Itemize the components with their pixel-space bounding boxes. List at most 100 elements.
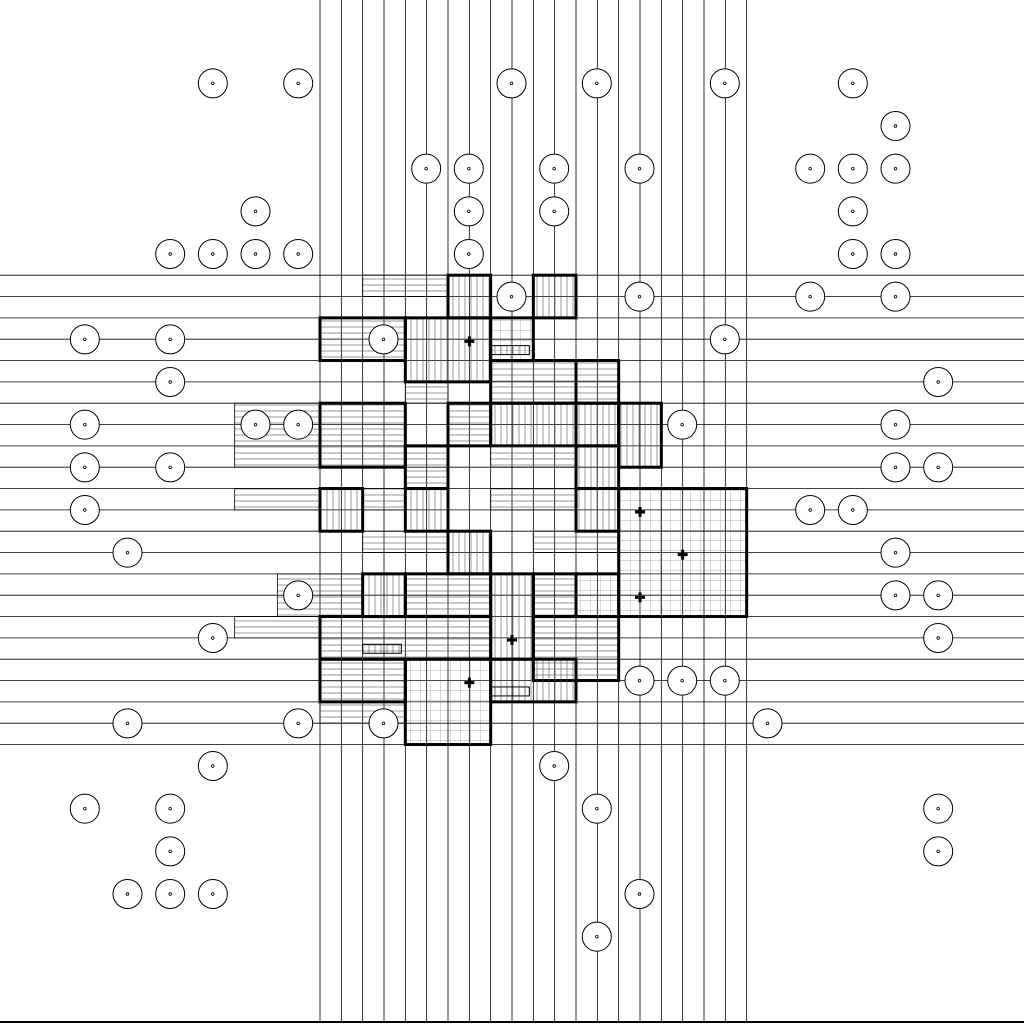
tree-circle-icon bbox=[795, 281, 826, 312]
tree-circle-icon bbox=[368, 324, 399, 355]
tree-trunk bbox=[595, 81, 599, 86]
tree-circle-icon bbox=[69, 793, 100, 824]
tree-circle-icon bbox=[709, 324, 740, 355]
tree-canopy bbox=[240, 409, 271, 440]
tree-circle-icon bbox=[411, 153, 442, 184]
tree-canopy bbox=[837, 495, 868, 525]
plus-icon bbox=[464, 677, 475, 688]
tree-trunk bbox=[893, 252, 898, 256]
tree-trunk bbox=[851, 508, 855, 512]
tree-circle-icon bbox=[709, 68, 740, 99]
tree-canopy bbox=[923, 623, 954, 653]
room bbox=[234, 616, 321, 639]
tree-trunk bbox=[381, 721, 386, 726]
room bbox=[617, 401, 663, 469]
trees bbox=[69, 68, 954, 952]
tree-canopy bbox=[923, 367, 954, 397]
tree-canopy bbox=[923, 580, 954, 611]
tree-circle-icon bbox=[795, 495, 826, 525]
tree-circle-icon bbox=[283, 580, 314, 611]
tree-trunk bbox=[552, 209, 556, 214]
tree-circle-icon bbox=[69, 324, 100, 355]
plus-icon bbox=[507, 635, 517, 645]
tree-trunk bbox=[211, 81, 215, 86]
tree-canopy bbox=[240, 196, 271, 227]
tree-canopy bbox=[624, 879, 655, 909]
tree-trunk bbox=[296, 721, 300, 726]
tree-trunk bbox=[168, 849, 172, 854]
plus-icon bbox=[635, 592, 645, 603]
tree-canopy bbox=[624, 281, 655, 312]
stair-body bbox=[490, 686, 530, 697]
room bbox=[574, 487, 621, 533]
tree-canopy bbox=[667, 409, 698, 440]
tree-circle-icon bbox=[667, 665, 698, 696]
tree-canopy bbox=[880, 281, 911, 312]
tree-trunk bbox=[936, 636, 940, 640]
stair-body bbox=[490, 345, 530, 356]
tree-trunk bbox=[211, 252, 215, 256]
stair-body bbox=[362, 643, 402, 654]
tree-trunk bbox=[723, 337, 727, 342]
tree-trunk bbox=[168, 337, 172, 342]
tree-circle-icon bbox=[581, 68, 612, 99]
tree-trunk bbox=[723, 81, 727, 86]
tree-canopy bbox=[69, 793, 100, 824]
tree-circle-icon bbox=[69, 409, 100, 440]
tree-canopy bbox=[880, 409, 911, 440]
tree-circle-icon bbox=[283, 239, 314, 269]
tree-trunk bbox=[467, 209, 471, 214]
stair-icon bbox=[490, 345, 530, 356]
tree-canopy bbox=[69, 452, 100, 483]
tree-circle-icon bbox=[923, 367, 954, 397]
tree-trunk bbox=[296, 252, 300, 256]
tree-canopy bbox=[837, 68, 868, 99]
tree-circle-icon bbox=[923, 623, 954, 653]
tree-canopy bbox=[795, 495, 826, 525]
tree-trunk bbox=[552, 166, 556, 171]
tree-trunk bbox=[467, 252, 471, 256]
tree-canopy bbox=[283, 708, 314, 739]
tree-circle-icon bbox=[283, 409, 314, 440]
tree-circle-icon bbox=[197, 239, 228, 269]
tree-circle-icon bbox=[667, 409, 698, 440]
tree-canopy bbox=[411, 153, 442, 184]
tree-trunk bbox=[125, 550, 130, 555]
tree-canopy bbox=[155, 239, 186, 269]
tree-circle-icon bbox=[709, 665, 740, 696]
tree-canopy bbox=[795, 153, 826, 184]
tree-circle-icon bbox=[624, 281, 655, 312]
plus-stroke bbox=[464, 677, 475, 688]
room bbox=[318, 615, 493, 661]
tree-canopy bbox=[923, 793, 954, 824]
tree-canopy bbox=[539, 751, 570, 781]
tree-canopy bbox=[923, 836, 954, 867]
tree-trunk bbox=[509, 81, 514, 86]
tree-trunk bbox=[637, 892, 642, 896]
tree-trunk bbox=[723, 678, 727, 683]
stair-icon bbox=[362, 643, 402, 654]
tree-trunk bbox=[83, 806, 87, 811]
tree-canopy bbox=[880, 537, 911, 568]
room bbox=[361, 572, 407, 619]
tree-canopy bbox=[368, 708, 399, 739]
room bbox=[574, 572, 621, 619]
tree-canopy bbox=[709, 68, 740, 99]
plus-stroke bbox=[507, 635, 517, 645]
tree-canopy bbox=[112, 537, 143, 568]
tree-trunk bbox=[83, 422, 87, 427]
tree-canopy bbox=[837, 239, 868, 269]
tree-canopy bbox=[112, 879, 143, 909]
tree-circle-icon bbox=[539, 751, 570, 781]
tree-trunk bbox=[125, 721, 130, 726]
tree-circle-icon bbox=[197, 623, 228, 653]
tree-trunk bbox=[83, 508, 87, 512]
tree-canopy bbox=[283, 68, 314, 99]
tree-canopy bbox=[155, 324, 186, 355]
tree-circle-icon bbox=[197, 68, 228, 99]
tree-trunk bbox=[168, 465, 172, 470]
tree-circle-icon bbox=[880, 239, 911, 269]
room bbox=[574, 401, 621, 448]
tree-circle-icon bbox=[155, 452, 186, 483]
